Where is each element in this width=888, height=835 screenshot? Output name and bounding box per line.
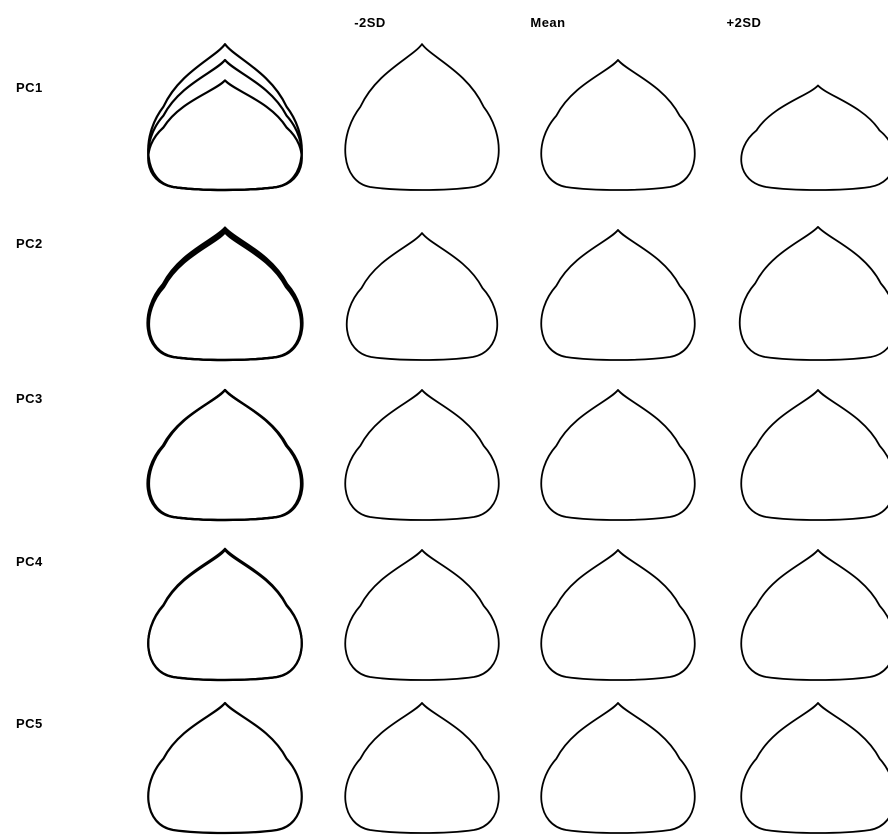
column-header-plus-2sd: +2SD [727,15,762,30]
overlay-outline-pc3-variant-3 [147,390,302,520]
shape-outline-pc1-minus-2sd [345,44,499,190]
overlay-outline-pc2-variant-2 [148,230,302,360]
column-header-mean: Mean [530,15,565,30]
shape-outline-pc2-mean [541,230,695,360]
column-header-minus-2sd: -2SD [354,15,386,30]
overlay-outline-pc2-variant-1 [149,232,301,360]
shape-outline-pc1-plus-2sd [741,86,888,191]
shape-outline-pc4-minus-2sd [345,550,499,680]
shape-outline-pc5-plus-2sd [741,703,888,833]
overlay-outline-pc5-variant-1 [148,703,302,833]
overlay-outline-pc3-variant-2 [148,390,302,520]
overlay-outline-pc4-variant-2 [148,549,302,680]
shape-outline-pc2-minus-2sd [347,233,498,360]
shape-outline-pc4-mean [541,550,695,680]
overlay-outline-pc1-variant-3 [148,80,302,190]
shape-outline-pc3-plus-2sd [741,390,888,520]
shape-outline-pc4-plus-2sd [741,550,888,680]
row-label-pc2: PC2 [16,236,43,251]
overlay-outline-pc4-variant-1 [148,550,302,680]
overlay-outline-pc3-variant-1 [149,390,301,520]
shape-outline-pc1-mean [541,60,695,190]
row-label-pc1: PC1 [16,80,43,95]
shape-outlines-layer [147,44,888,833]
shape-outline-pc5-minus-2sd [345,703,499,833]
row-label-pc3: PC3 [16,391,43,406]
shape-outline-pc3-minus-2sd [345,390,499,520]
shape-outline-pc5-mean [541,703,695,833]
shape-outline-pc2-plus-2sd [740,227,888,360]
row-label-pc4: PC4 [16,554,43,569]
row-label-pc5: PC5 [16,716,43,731]
shape-outline-pc3-mean [541,390,695,520]
overlay-outline-pc2-variant-3 [147,228,302,360]
